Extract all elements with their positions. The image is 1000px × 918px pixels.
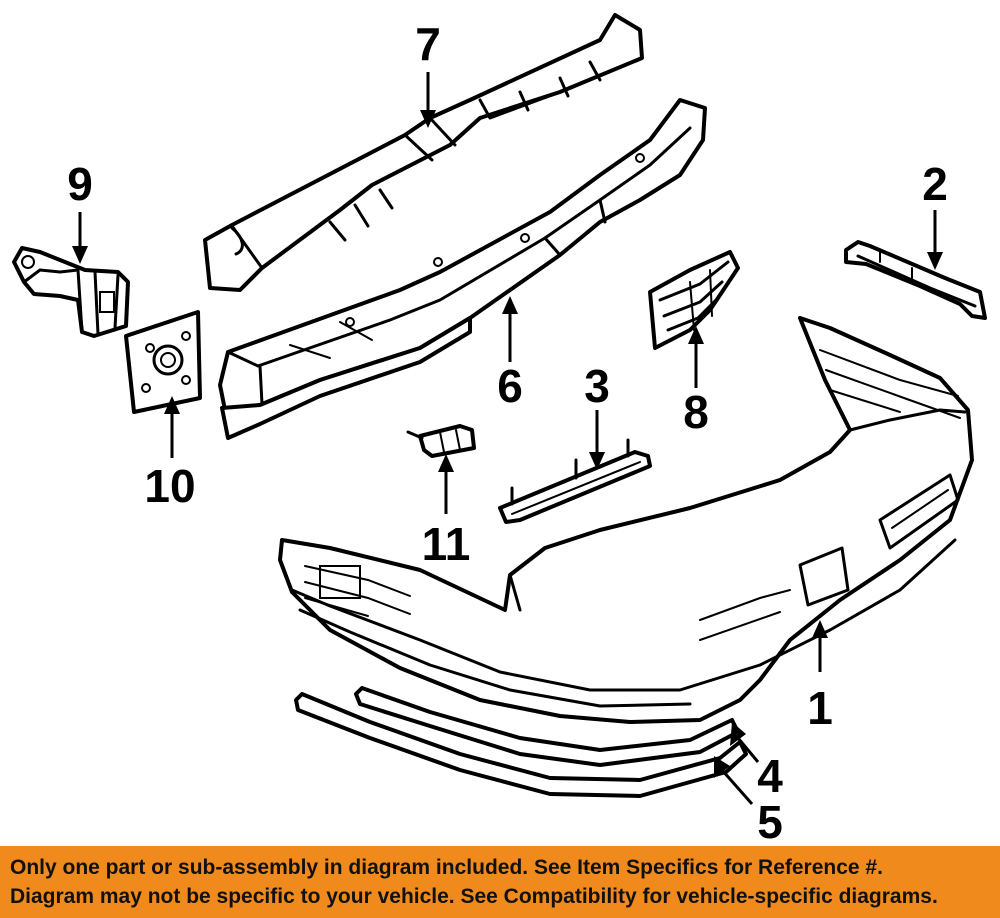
leader-4 <box>736 737 760 763</box>
callout-1: 1 <box>807 682 833 734</box>
leader-5 <box>720 769 754 805</box>
retainer-strip-part <box>498 438 652 524</box>
grille-insert-part <box>648 250 740 350</box>
callout-6: 6 <box>497 360 523 412</box>
mounting-plate-part <box>124 310 202 414</box>
disclaimer-banner: Only one part or sub-assembly in diagram… <box>0 846 1000 918</box>
lower-molding-strip-part <box>294 692 748 798</box>
callout-9: 9 <box>67 158 93 210</box>
callout-8: 8 <box>683 386 709 438</box>
exploded-parts-diagram: 7 9 2 6 3 8 10 11 1 4 5 <box>12 13 987 846</box>
disclaimer-line-1: Only one part or sub-assembly in diagram… <box>10 856 883 879</box>
callout-4: 4 <box>757 750 783 802</box>
mounting-bracket-part <box>12 246 130 338</box>
bracket-strip-part <box>844 240 987 320</box>
callout-10: 10 <box>144 460 195 512</box>
callout-11: 11 <box>422 518 471 570</box>
bumper-cover-part <box>278 316 974 724</box>
callout-7: 7 <box>415 18 441 70</box>
callout-numbers: 7 9 2 6 3 8 10 11 1 4 5 <box>67 18 948 846</box>
callout-3: 3 <box>584 360 610 412</box>
clip-part <box>406 424 476 458</box>
leader-lines <box>72 72 943 805</box>
callout-5: 5 <box>757 796 783 846</box>
impact-bar-part <box>218 98 707 440</box>
disclaimer-line-2: Diagram may not be specific to your vehi… <box>10 885 938 908</box>
callout-2: 2 <box>922 158 948 210</box>
